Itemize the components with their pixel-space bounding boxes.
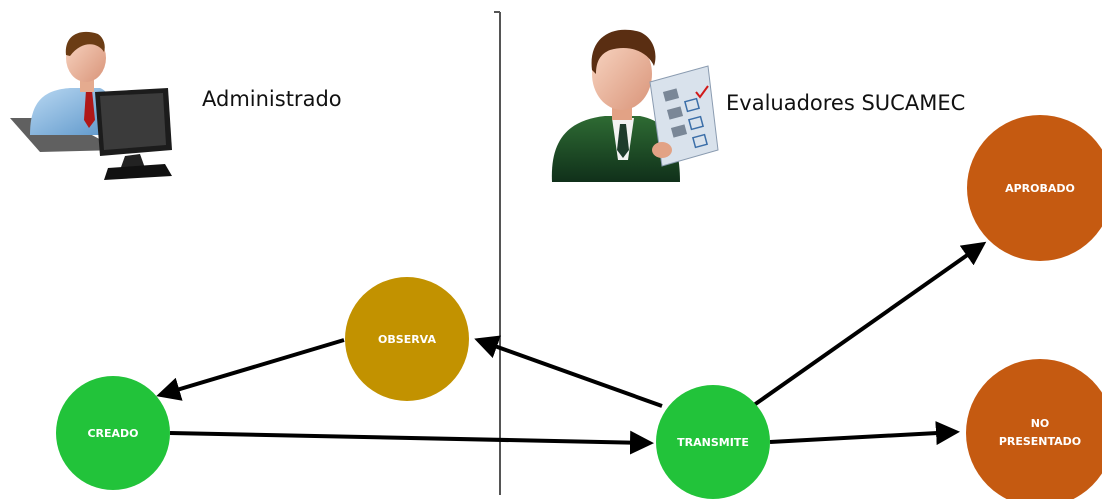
node-no-presentado-circle xyxy=(966,359,1102,499)
node-observa: OBSERVA xyxy=(345,277,469,401)
evaluator-with-checklist-icon xyxy=(551,29,719,182)
node-aprobado-label: APROBADO xyxy=(1005,182,1075,195)
node-aprobado: APROBADO xyxy=(967,115,1102,261)
node-aprobado-circle xyxy=(967,115,1102,261)
node-no-presentado: NO PRESENTADO xyxy=(966,359,1102,499)
node-creado-label: CREADO xyxy=(87,427,138,440)
edge-observa-to-creado xyxy=(156,338,345,401)
node-transmite-circle xyxy=(656,385,770,499)
edge-transmite-to-aprobado xyxy=(752,241,987,407)
node-transmite-label: TRANSMITE xyxy=(677,436,749,449)
edge-transmite-to-observa xyxy=(474,335,663,408)
actor-label-evaluadores: Evaluadores SUCAMEC xyxy=(726,91,965,115)
node-observa-circle xyxy=(345,277,469,401)
edge-transmite-to-no-presentado xyxy=(769,421,960,446)
node-no-presentado-label-line1: NO xyxy=(1031,417,1050,430)
node-observa-label: OBSERVA xyxy=(378,333,436,346)
node-transmite: TRANSMITE xyxy=(656,385,770,499)
swimlane-divider xyxy=(494,11,501,495)
node-no-presentado-label-line2: PRESENTADO xyxy=(999,435,1081,448)
user-at-computer-icon xyxy=(10,31,172,180)
node-creado: CREADO xyxy=(56,376,170,490)
edge-creado-to-transmite xyxy=(169,430,654,455)
actor-label-administrado: Administrado xyxy=(202,87,342,111)
node-creado-circle xyxy=(56,376,170,490)
